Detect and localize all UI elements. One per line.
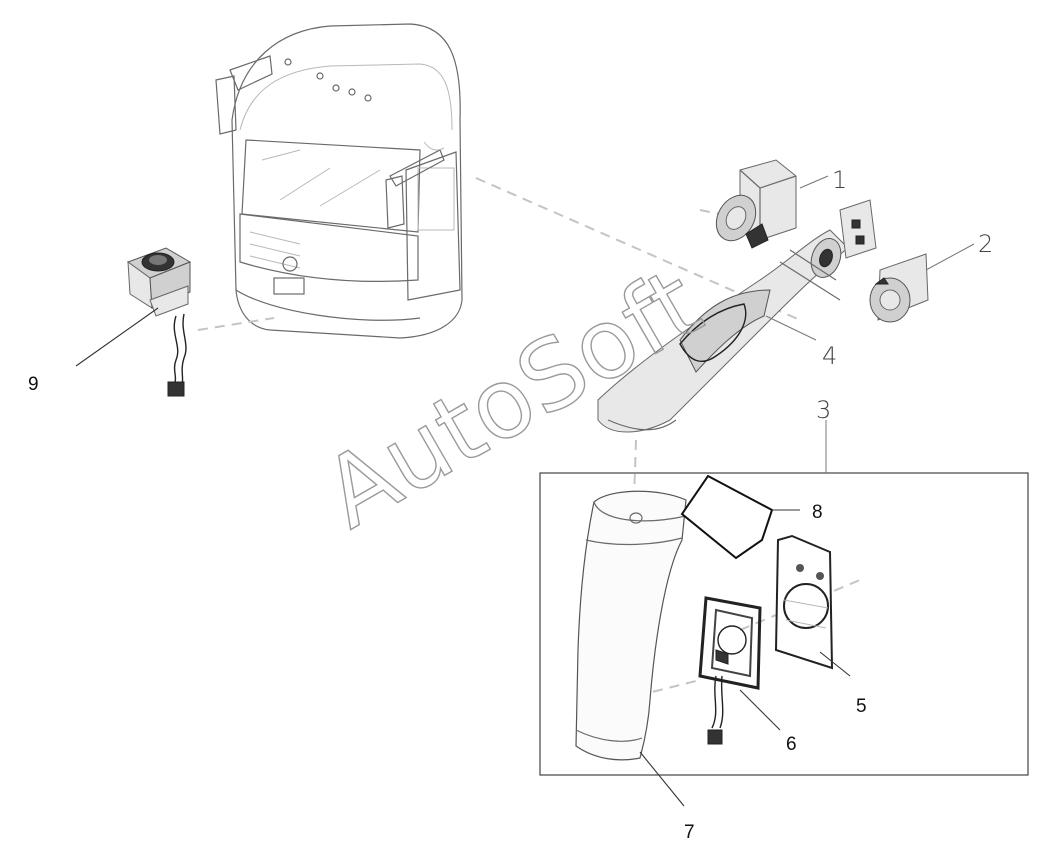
mirror-glass-heater [774, 534, 834, 670]
assembly-frame [539, 472, 1029, 776]
callout-7: 7 [684, 822, 695, 843]
mirror-glass-pad [680, 474, 774, 560]
callout-9: 9 [28, 374, 39, 395]
mirror-housing [575, 490, 687, 761]
callout-6: 6 [786, 734, 797, 755]
mirror-cap [869, 253, 929, 323]
callout-2: 2 [978, 230, 993, 258]
mirror-arm [597, 199, 877, 433]
mirror-bracket [715, 159, 797, 249]
mirror-motor-frame [698, 596, 762, 745]
callout-5: 5 [856, 696, 867, 717]
callout-1: 1 [832, 166, 847, 194]
callout-4: 4 [822, 342, 837, 370]
bus-front-view [215, 23, 463, 339]
leader-lines [75, 175, 975, 807]
callout-labels: 1 2 3 4 5 6 7 8 9 [28, 166, 993, 843]
callout-3: 3 [816, 396, 831, 424]
callout-8: 8 [812, 502, 823, 523]
